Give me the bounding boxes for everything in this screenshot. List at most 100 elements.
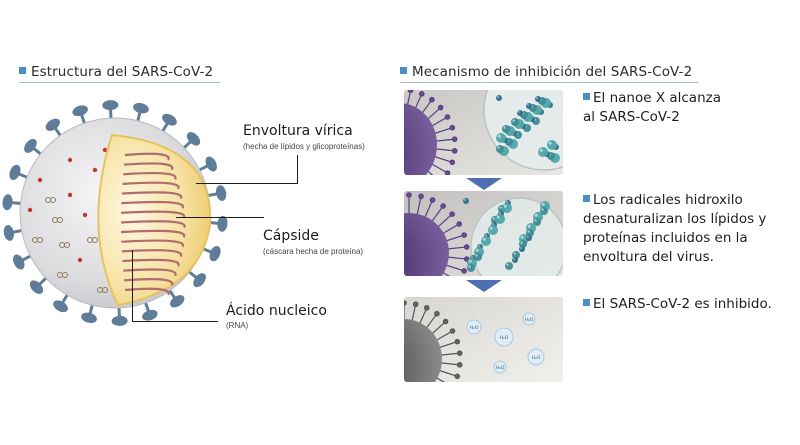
bullet-square-icon: [583, 93, 590, 100]
virus-spike-tip: [456, 362, 463, 368]
spike-head: [13, 254, 25, 270]
bullet-square-icon: [19, 67, 26, 74]
step-3-text: El SARS-CoV-2 es inhibido.: [583, 295, 772, 314]
virus-spike-tip: [461, 232, 467, 238]
spike-head: [29, 280, 44, 294]
membrane-protein-ring: [64, 242, 70, 248]
virus-spike-tip: [412, 301, 419, 308]
membrane-protein-ring: [50, 197, 56, 203]
spike-head: [209, 245, 221, 262]
molecule-highlight: [513, 258, 515, 260]
envelope-leader-line-vertical: [297, 155, 298, 184]
rna-strand: [120, 152, 186, 296]
virus-spike-tip: [440, 203, 446, 209]
envelope-sublabel: (hecha de lípidos y glicoproteínas): [243, 142, 365, 151]
virus-spike: [424, 313, 438, 331]
capsid-sublabel: (cáscara hecha de proteína): [263, 247, 364, 256]
virus-spike: [434, 148, 455, 152]
radical-molecule: [467, 264, 475, 272]
radical-molecule: [502, 125, 510, 133]
molecule-highlight: [503, 126, 506, 129]
molecule-highlight: [471, 256, 473, 258]
radical-molecule: [502, 203, 512, 213]
water-molecule: [494, 327, 514, 347]
envelope-proteins: [27, 147, 108, 293]
radical-molecule: [533, 218, 541, 226]
spike-proteins: [2, 100, 228, 326]
virus-spike-tip: [434, 310, 440, 317]
capsid-leader-line: [176, 217, 264, 218]
spike-head: [216, 185, 227, 201]
down-arrow-icon: [466, 280, 502, 292]
spike-head: [9, 164, 21, 181]
virus-spike-tip: [449, 159, 456, 166]
virus-spike: [446, 256, 467, 260]
spike-head: [217, 215, 228, 232]
molecule-highlight: [497, 146, 500, 149]
membrane-protein-ring: [57, 217, 63, 223]
spike-head: [142, 309, 158, 321]
molecule-highlight: [485, 234, 487, 236]
envelope-protein-dot: [102, 147, 108, 153]
virus-spike: [429, 162, 448, 174]
molecule-highlight: [520, 241, 523, 244]
molecule-highlight: [468, 265, 471, 268]
molecule-highlight: [464, 199, 466, 201]
spike-head: [53, 300, 68, 313]
molecule-highlight: [527, 104, 529, 106]
virus-spike-tip: [423, 305, 430, 311]
molecule-highlight: [527, 224, 531, 228]
molecule-highlight: [541, 208, 544, 211]
virus-spike-tip: [444, 170, 451, 175]
structure-title-rule: [19, 82, 220, 83]
water-molecule: [522, 312, 536, 326]
radical-molecule: [526, 103, 532, 109]
virus-spike-tip: [449, 124, 456, 131]
virus-spike: [434, 138, 455, 142]
envelope-protein-dot: [67, 157, 73, 163]
virus-spike: [446, 246, 467, 250]
molecule-highlight: [478, 245, 480, 247]
spike-head: [186, 132, 201, 146]
radical-molecule: [496, 145, 504, 153]
virus-spike-tip: [429, 96, 435, 103]
radical-molecule: [512, 257, 518, 263]
radical-molecule: [535, 96, 541, 102]
envelope-protein-dot: [37, 177, 43, 183]
virus-spike-tip: [444, 114, 451, 120]
structure-section-title: Estructura del SARS-CoV-2: [19, 64, 213, 80]
virus-spike: [434, 376, 446, 382]
envelope-label: Envoltura vírica: [243, 123, 353, 139]
spike-head: [162, 113, 177, 126]
spike-head: [133, 102, 149, 114]
membrane-protein-ring: [92, 237, 98, 243]
radical-molecule: [495, 214, 505, 224]
virus-spike-tip: [461, 268, 467, 274]
virus-spike: [444, 264, 465, 272]
water-molecule-label: H₂O: [532, 355, 541, 361]
envelope-protein-dot: [67, 192, 73, 198]
capsid-label: Cápside: [263, 228, 319, 244]
step-2-image: [404, 191, 563, 276]
virus-spike: [441, 271, 451, 276]
molecule-highlight: [512, 119, 515, 122]
virus-spike: [429, 116, 448, 128]
envelope-protein-dot: [82, 212, 88, 218]
virus-spike: [438, 369, 458, 377]
virus-spike-tip: [454, 373, 461, 380]
molecule-highlight: [527, 236, 529, 238]
virus-spike-tip: [463, 256, 470, 262]
step-2-text: Los radicales hidroxilo desnaturalizan l…: [583, 192, 767, 265]
virus-spike: [430, 321, 447, 336]
spike-head: [102, 100, 119, 111]
virus-spike-tip: [437, 104, 444, 111]
virus-spike-tip: [456, 221, 463, 227]
molecule-highlight: [548, 141, 552, 145]
molecule-highlight: [513, 252, 516, 255]
virus-spike: [439, 362, 460, 366]
down-arrow-icon: [466, 178, 502, 190]
water-molecule-label: H₂O: [496, 365, 505, 371]
bullet-square-icon: [583, 195, 590, 202]
radical-molecule: [481, 236, 491, 246]
molecule-highlight: [536, 97, 538, 99]
